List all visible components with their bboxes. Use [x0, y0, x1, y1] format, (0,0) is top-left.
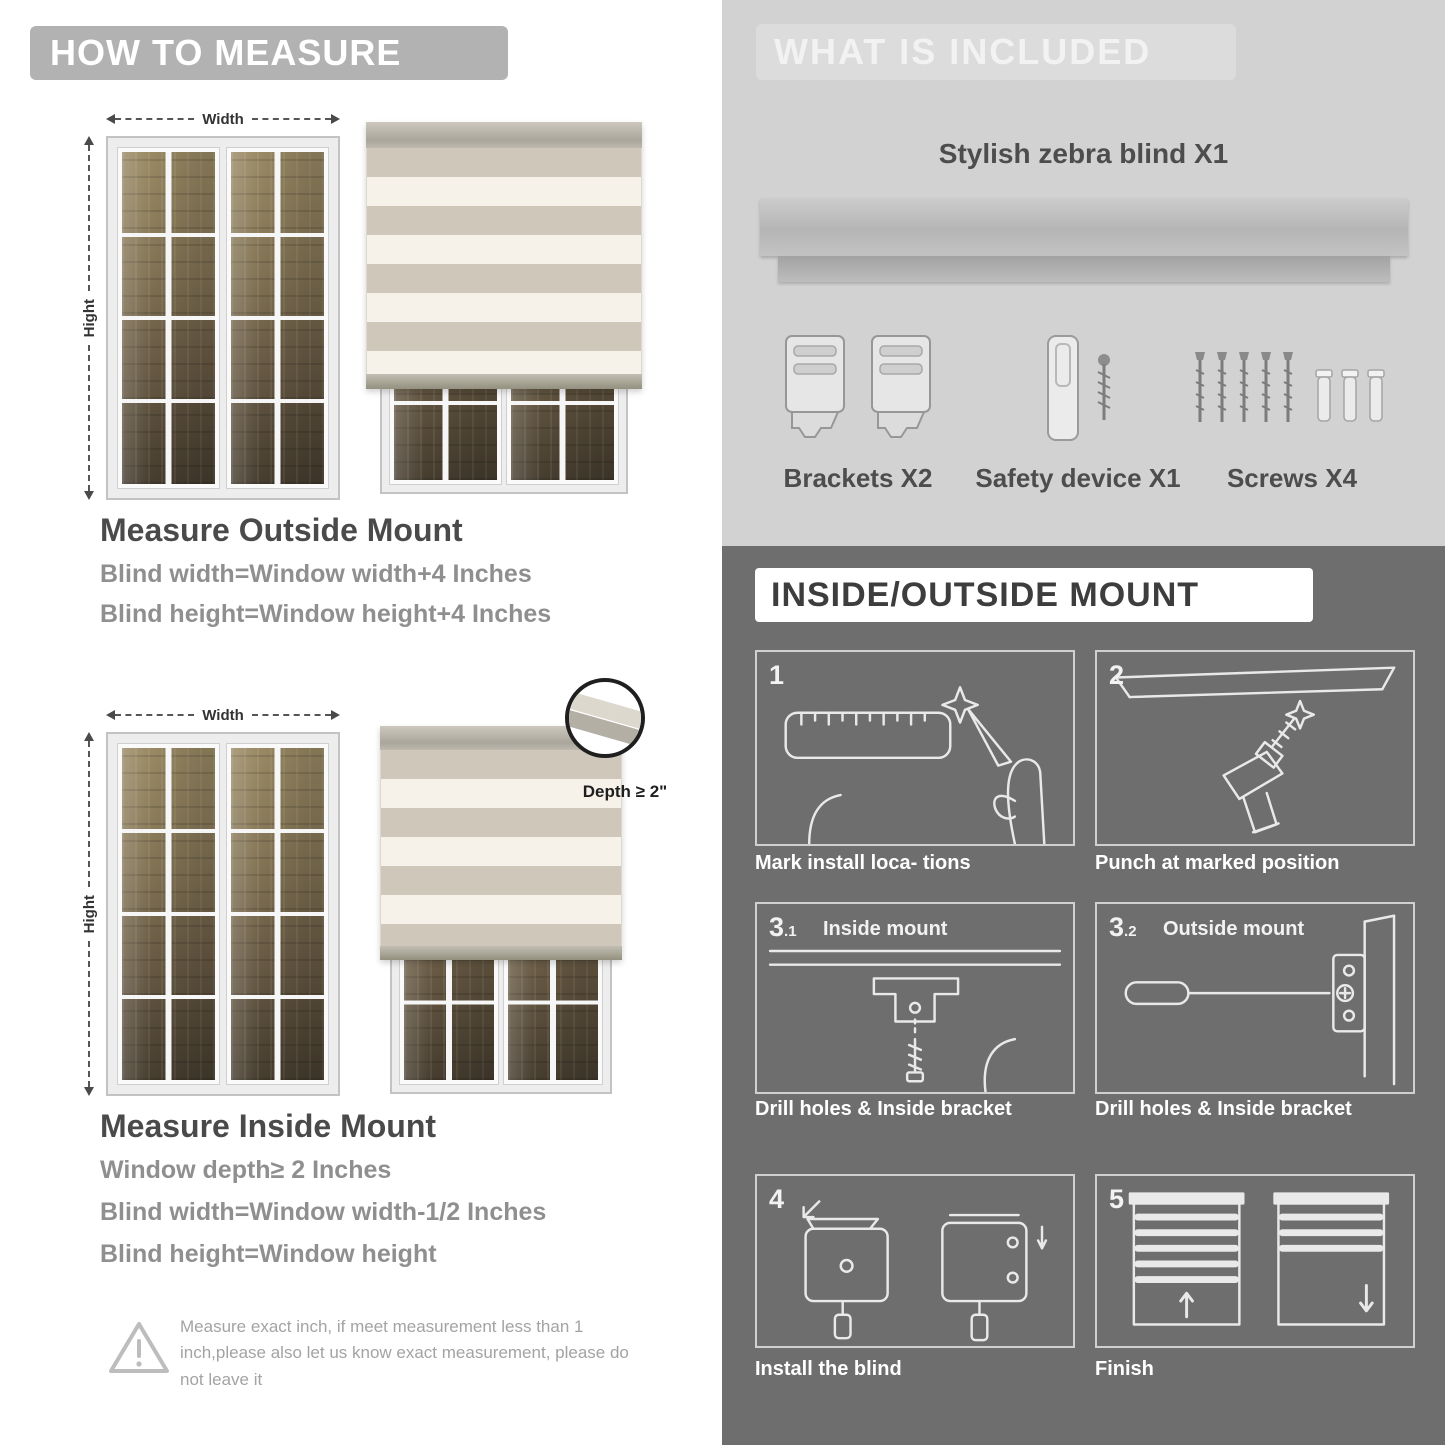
step-panel-5: 5: [1095, 1174, 1415, 1348]
how-to-measure-header: HOW TO MEASURE: [30, 26, 508, 80]
included-item-safety-device: Safety device X1: [972, 330, 1184, 494]
step-number: 1: [769, 660, 785, 690]
shade-bottom-rail: [366, 374, 642, 389]
screws-label: Screws X4: [1226, 463, 1358, 493]
step-4-illustration: [802, 1200, 1048, 1342]
what-is-included-title: WHAT IS INCLUDED: [774, 31, 1152, 72]
height-label: Hight: [80, 298, 98, 338]
step-2-caption: Punch at marked position: [1095, 852, 1340, 874]
window-sash: [117, 147, 220, 489]
window-diagram-outside: Width Hight: [78, 108, 341, 501]
arrow-down-icon: [84, 1087, 94, 1097]
how-to-measure-title: HOW TO MEASURE: [50, 32, 402, 73]
warning-icon: [106, 1318, 172, 1383]
height-label: Hight: [80, 894, 98, 934]
arrow-right-icon: [331, 114, 341, 124]
safety-device-label: Safety device X1: [975, 463, 1181, 493]
zebra-blind-quantity-label: Stylish zebra blind X1: [938, 138, 1229, 169]
step-5-illustration: [1128, 1192, 1390, 1326]
depth-magnifier-icon: [565, 678, 645, 758]
mount-section-header: INSIDE/OUTSIDE MOUNT: [755, 568, 1313, 622]
window-frame: [106, 136, 340, 500]
step-number: 3.2: [1109, 912, 1137, 942]
screws-icon: [1193, 350, 1385, 424]
shade-fabric: [380, 750, 622, 946]
step-panel-2: 2: [1095, 650, 1415, 846]
included-item-brackets: Brackets X2: [752, 330, 964, 494]
outside-height-formula: Blind height=Window height+4 Inches: [100, 600, 552, 628]
step-number: 4: [769, 1184, 785, 1214]
step-3-1-illustration: [768, 949, 1062, 1092]
step-2-illustration: [1114, 666, 1396, 834]
safety-device-icon: [1047, 335, 1111, 441]
step-number: 2: [1109, 660, 1125, 690]
arrow-right-icon: [331, 710, 341, 720]
step-panel-3-2: 3.2 Outside mount: [1095, 902, 1415, 1094]
width-arrow: Width: [106, 706, 341, 724]
shade-cassette: [366, 122, 642, 148]
arrow-left-icon: [106, 114, 115, 124]
window-sash: [117, 743, 220, 1085]
mount-section-title: INSIDE/OUTSIDE MOUNT: [771, 575, 1200, 614]
blind-headrail-image: [760, 198, 1408, 256]
outside-width-formula: Blind width=Window width+4 Inches: [100, 560, 532, 588]
inside-mount-title: Measure Inside Mount: [100, 1108, 437, 1144]
warning-text: Measure exact inch, if meet measurement …: [180, 1317, 629, 1389]
step-panel-1: 1: [755, 650, 1075, 846]
step-1-caption: Mark install loca- tions: [755, 852, 971, 874]
height-arrow: Hight: [80, 136, 98, 501]
window-sash: [226, 147, 329, 489]
width-arrow: Width: [106, 110, 341, 128]
depth-label: Depth ≥ 2": [582, 782, 668, 801]
brackets-icon: [785, 335, 931, 438]
step-1-illustration: [784, 686, 1046, 844]
height-arrow: Hight: [80, 732, 98, 1097]
width-label: Width: [202, 706, 244, 724]
arrow-down-icon: [84, 491, 94, 501]
outside-mount-title: Measure Outside Mount: [100, 512, 463, 548]
shade-bottom-rail: [380, 946, 622, 960]
inside-height-formula: Blind height=Window height: [100, 1240, 437, 1268]
window-sash: [226, 743, 329, 1085]
inside-outside-mount-panel: INSIDE/OUTSIDE MOUNT 1 Mark install loca…: [722, 546, 1445, 1445]
step-panel-3-1: 3.1 Inside mount: [755, 902, 1075, 1094]
blind-headrail-valance: [778, 256, 1390, 282]
shade-fabric: [366, 148, 642, 374]
width-label: Width: [202, 110, 244, 128]
step-number: 3.1: [769, 912, 797, 942]
what-is-included-header: WHAT IS INCLUDED: [756, 24, 1236, 80]
zebra-shade: [366, 122, 642, 389]
inside-width-formula: Blind width=Window width-1/2 Inches: [100, 1198, 547, 1226]
arrow-left-icon: [106, 710, 115, 720]
outside-mount-step-title: Outside mount: [1163, 918, 1305, 940]
step-3-2-illustration: [1124, 914, 1396, 1086]
step-number: 5: [1109, 1184, 1125, 1214]
arrow-up-icon: [84, 136, 94, 145]
zebra-blind-inside-illustration: [380, 726, 622, 1094]
included-item-screws: Screws X4: [1186, 330, 1398, 494]
zebra-blind-outside-illustration: [366, 122, 642, 494]
window-diagram-inside: Width Hight: [78, 704, 341, 1097]
step-panel-4: 4: [755, 1174, 1075, 1348]
step-3-2-caption: Drill holes & Inside bracket: [1095, 1098, 1352, 1120]
brackets-label: Brackets X2: [783, 463, 933, 493]
window-frame: [106, 732, 340, 1096]
inside-mount-step-title: Inside mount: [823, 918, 948, 940]
step-3-1-caption: Drill holes & Inside bracket: [755, 1098, 1012, 1120]
step-5-caption: Finish: [1095, 1358, 1154, 1380]
step-4-caption: Install the blind: [755, 1358, 902, 1380]
what-is-included-panel: WHAT IS INCLUDED Stylish zebra blind X1: [722, 0, 1445, 546]
zebra-shade: [380, 726, 622, 960]
inside-depth-formula: Window depth≥ 2 Inches: [100, 1156, 392, 1184]
arrow-up-icon: [84, 732, 94, 741]
